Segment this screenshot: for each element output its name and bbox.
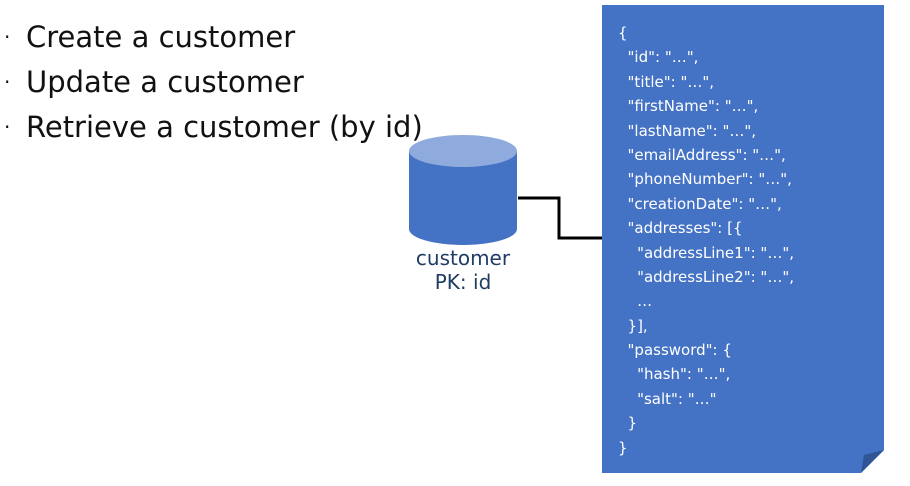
cylinder-body [409,151,517,245]
operation-label: Retrieve a customer (by id) [26,109,423,144]
entity-label: customer PK: id [403,246,523,294]
database-cylinder-icon [409,135,517,245]
document-line: "title": "…", [618,72,715,91]
document-body [602,5,884,473]
operation-label: Create a customer [26,19,296,54]
document-text: { "id": "…", "title": "…", "firstName": … [618,21,794,460]
document-line: }], [618,316,648,335]
bullet: · [4,69,11,94]
operation-label: Update a customer [26,64,304,99]
document-line: "addressLine1": "…", [618,243,794,262]
entity-name: customer [415,246,511,270]
document-line: "addresses": [{ [618,219,743,238]
operation-update: · Update a customer [4,59,423,104]
json-document: { "id": "…", "title": "…", "firstName": … [602,5,884,473]
document-line: "id": "…", [618,48,699,67]
document-line: "addressLine2": "…", [618,267,794,286]
operations-list: · Create a customer · Update a customer … [4,14,423,149]
cylinder-top [409,135,517,167]
document-line: "lastName": "…", [618,121,757,140]
document-line: "emailAddress": "…", [618,145,786,164]
document-fold [861,450,884,473]
document-line: "salt": "…" [618,389,717,408]
document-shape [602,5,884,473]
document-line: "hash": "…", [618,365,731,384]
bullet: · [4,114,11,139]
document-line: "firstName": "…", [618,97,759,116]
document-line: "creationDate": "…", [618,194,782,213]
operation-retrieve: · Retrieve a customer (by id) [4,104,423,149]
document-line: "password": { [618,341,732,360]
entity-primary-key: PK: id [434,270,492,294]
document-line: "phoneNumber": "…", [618,170,792,189]
operation-create: · Create a customer [4,14,423,59]
bullet: · [4,24,11,49]
document-line: } [618,438,628,457]
document-line: } [618,414,638,433]
document-line: … [618,292,653,311]
document-line: { [618,24,628,42]
